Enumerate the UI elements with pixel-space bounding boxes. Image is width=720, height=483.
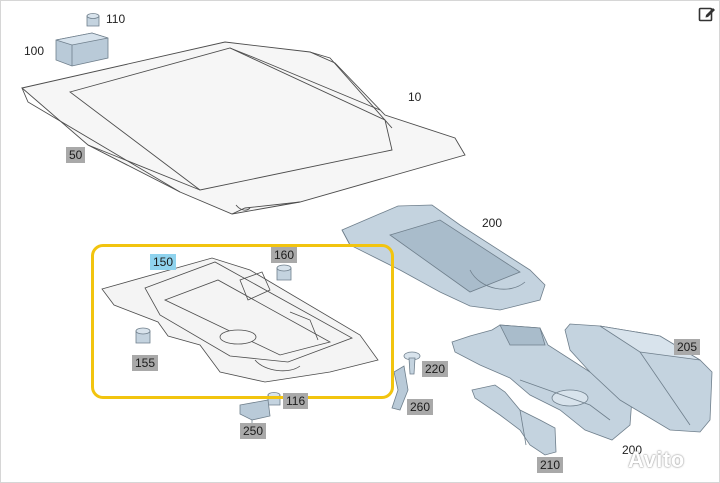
part-110-nut[interactable] xyxy=(86,13,100,27)
part-160-nut[interactable] xyxy=(276,264,292,281)
part-150-panel[interactable] xyxy=(101,257,379,383)
edit-button[interactable] xyxy=(697,4,717,24)
label-10[interactable]: 10 xyxy=(408,90,422,104)
label-205[interactable]: 205 xyxy=(674,339,701,355)
edit-icon xyxy=(698,7,715,22)
label-260[interactable]: 260 xyxy=(407,399,434,415)
part-260-bracket[interactable] xyxy=(391,365,409,411)
part-200-tray[interactable] xyxy=(341,204,546,311)
part-210-strip[interactable] xyxy=(471,384,557,456)
label-100[interactable]: 100 xyxy=(24,44,45,58)
label-160[interactable]: 160 xyxy=(271,247,298,263)
label-110[interactable]: 110 xyxy=(106,12,126,26)
label-200-upper[interactable]: 200 xyxy=(482,216,503,230)
selection-highlight xyxy=(91,244,394,399)
avito-watermark: Avito xyxy=(628,447,685,472)
part-200-support[interactable] xyxy=(451,324,633,441)
part-100-block[interactable] xyxy=(55,32,109,67)
label-116[interactable]: 116 xyxy=(283,393,309,409)
label-150[interactable]: 150 xyxy=(150,254,177,270)
part-10-floor-cover[interactable] xyxy=(21,41,466,215)
label-155[interactable]: 155 xyxy=(132,355,159,371)
label-200-lower[interactable]: 200 xyxy=(622,443,643,457)
part-220-clip[interactable] xyxy=(403,351,421,375)
label-220[interactable]: 220 xyxy=(422,361,449,377)
label-210[interactable]: 210 xyxy=(537,457,564,473)
label-50[interactable]: 50 xyxy=(66,147,86,163)
part-155-nut[interactable] xyxy=(135,327,151,344)
label-250[interactable]: 250 xyxy=(240,423,267,439)
